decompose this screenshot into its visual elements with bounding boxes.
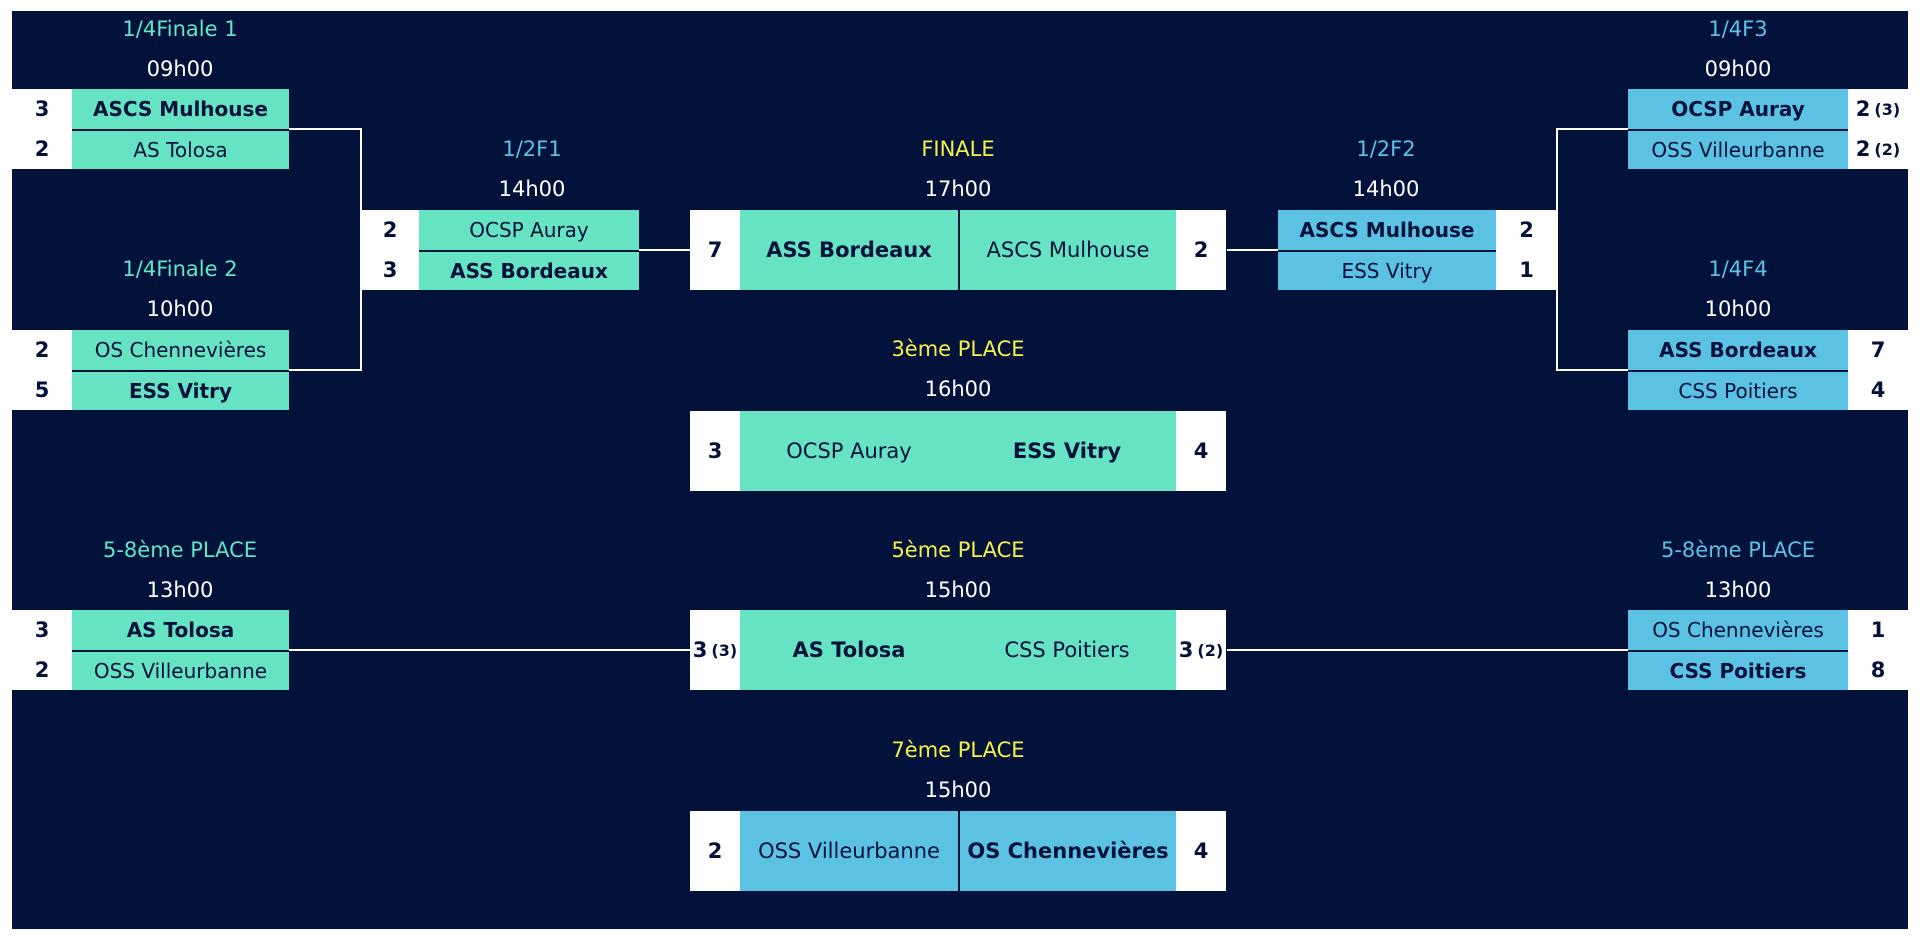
cl-right-team2-name: CSS Poitiers [1628,650,1848,690]
qf3-team1-penalty: (3) [1874,99,1901,119]
seventh-left-score: 2 [690,811,740,891]
qf4-team1-score: 7 [1848,330,1908,370]
tournament-bracket: 1/4Finale 1 09h00 3 ASCS Mulhouse 2 AS T… [12,11,1908,929]
qf4-team2-name: CSS Poitiers [1628,370,1848,410]
fifth-left-penalty: (3) [711,640,738,660]
sf1-time: 14h00 [498,177,566,201]
qf4-team2-score: 4 [1848,370,1908,410]
seventh-left-name: OSS Villeurbanne [740,811,958,891]
seventh-label: 7ème PLACE [891,738,1025,762]
sf2-team1-score: 2 [1496,210,1557,250]
fifth-label: 5ème PLACE [891,538,1025,562]
final-time: 17h00 [924,177,992,201]
qf3-team2-name: OSS Villeurbanne [1628,129,1848,169]
fifth-right-name: CSS Poitiers [958,610,1176,690]
sf1-team2-score: 3 [361,250,419,290]
qf2-time: 10h00 [146,297,214,321]
cl-left-team1-name: AS Tolosa [72,610,289,650]
sf1-team1-name: OCSP Auray [419,210,639,250]
third-right-name: ESS Vitry [958,411,1176,491]
sf2-team2-name: ESS Vitry [1278,250,1496,290]
final-left-score: 7 [690,210,740,290]
cl-left-team1-score: 3 [12,610,72,650]
seventh-time: 15h00 [924,778,992,802]
qf1-team2-score: 2 [12,129,72,169]
final-left-name: ASS Bordeaux [740,210,958,290]
third-right-score: 4 [1176,411,1226,491]
seventh-right-score: 4 [1176,811,1226,891]
sf1-label: 1/2F1 [502,137,562,161]
fifth-right-score-box: 3(2) [1176,610,1226,690]
cl-right-team2-score: 8 [1848,650,1908,690]
qf3-team2-score: 2 [1855,137,1871,161]
qf2-team2-name: ESS Vitry [72,370,289,410]
fifth-right-score: 3 [1178,638,1194,662]
bracket-line-sf2-qf3 [1556,128,1628,250]
fifth-left-score-box: 3(3) [690,610,740,690]
final-right-name: ASCS Mulhouse [958,210,1176,290]
sf2-team1-name: ASCS Mulhouse [1278,210,1496,250]
fifth-time: 15h00 [924,578,992,602]
third-time: 16h00 [924,377,992,401]
qf4-time: 10h00 [1704,297,1772,321]
fifth-right-penalty: (2) [1197,640,1224,660]
sf2-team2-score: 1 [1496,250,1557,290]
fifth-left-score: 3 [692,638,708,662]
sf1-team1-score: 2 [361,210,419,250]
sf1-team2-name: ASS Bordeaux [419,250,639,290]
cl-right-team1-score: 1 [1848,610,1908,650]
sf2-time: 14h00 [1352,177,1420,201]
qf2-team1-name: OS Chennevières [72,330,289,370]
seventh-right-name: OS Chennevières [958,811,1176,891]
qf1-team1-score: 3 [12,89,72,129]
cl-right-time: 13h00 [1704,578,1772,602]
final-label: FINALE [921,137,995,161]
qf1-time: 09h00 [146,57,214,81]
qf4-label: 1/4F4 [1708,257,1768,281]
cl-left-team2-name: OSS Villeurbanne [72,650,289,690]
qf1-team1-name: ASCS Mulhouse [72,89,289,129]
qf2-team2-score: 5 [12,370,72,410]
sf2-label: 1/2F2 [1356,137,1416,161]
final-right-score: 2 [1176,210,1226,290]
qf2-team1-score: 2 [12,330,72,370]
cl-left-time: 13h00 [146,578,214,602]
qf3-time: 09h00 [1704,57,1772,81]
qf2-label: 1/4Finale 2 [122,257,238,281]
qf1-team2-name: AS Tolosa [72,129,289,169]
qf3-team2-score-box: 2(2) [1848,129,1908,169]
fifth-left-name: AS Tolosa [740,610,958,690]
third-left-score: 3 [690,411,740,491]
qf3-team1-score-box: 2(3) [1848,89,1908,129]
qf3-team1-name: OCSP Auray [1628,89,1848,129]
cl-left-label: 5-8ème PLACE [102,538,258,562]
cl-left-team2-score: 2 [12,650,72,690]
qf1-label: 1/4Finale 1 [122,17,238,41]
cl-right-team1-name: OS Chennevières [1628,610,1848,650]
third-left-name: OCSP Auray [740,411,958,491]
qf4-team1-name: ASS Bordeaux [1628,330,1848,370]
qf3-team1-score: 2 [1855,97,1871,121]
third-label: 3ème PLACE [891,337,1025,361]
cl-right-label: 5-8ème PLACE [1660,538,1816,562]
qf3-label: 1/4F3 [1708,17,1768,41]
qf3-team2-penalty: (2) [1874,139,1901,159]
